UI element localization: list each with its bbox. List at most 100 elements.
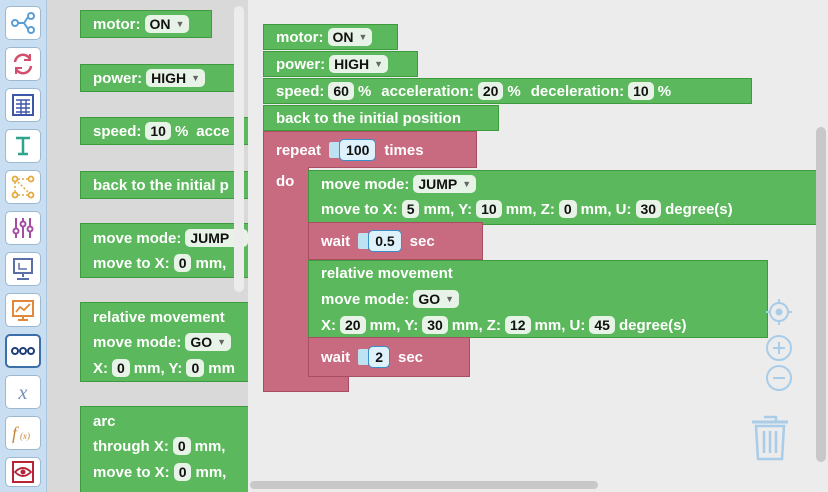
y-input[interactable]: 30 <box>422 316 448 334</box>
monitor-icon[interactable] <box>5 252 41 286</box>
motor-block[interactable]: motor: ON▼ <box>263 24 398 50</box>
x-input[interactable]: 0 <box>173 254 192 272</box>
acceleration-input[interactable]: 20 <box>477 82 504 100</box>
workspace-horizontal-scrollbar[interactable] <box>250 481 598 489</box>
wait-label: wait <box>321 348 351 366</box>
acceleration-unit: % <box>507 82 521 100</box>
wait-block-2[interactable]: wait 2 sec <box>308 337 470 377</box>
block-flyout: motor: ON▼ power: HIGH▼ speed: 10 % acce… <box>47 0 248 492</box>
text-icon[interactable] <box>5 129 41 163</box>
motor-dropdown[interactable]: ON▼ <box>327 28 373 46</box>
y-input[interactable]: 0 <box>186 359 205 377</box>
back-label: back to the initial p <box>93 176 229 194</box>
repeat-count-slot[interactable]: 100 <box>329 139 377 161</box>
motor-label: motor: <box>276 28 324 46</box>
x-input[interactable]: 0 <box>112 359 130 377</box>
flyout-move-block[interactable]: move mode: JUMP▼ move to X: 0 mm, <box>80 223 248 278</box>
relative-mode-dropdown[interactable]: GO▼ <box>185 333 232 351</box>
move-to-label: move to X: <box>321 200 398 218</box>
x-label: X: <box>93 359 108 377</box>
to-x-input[interactable]: 0 <box>173 463 192 481</box>
refresh-icon[interactable] <box>5 47 41 81</box>
flyout-back-block[interactable]: back to the initial p <box>80 171 248 199</box>
deceleration-input[interactable]: 10 <box>628 82 654 100</box>
u-input[interactable]: 30 <box>635 200 662 218</box>
relative-movement-block[interactable]: relative movement move mode: GO▼ X: 20 m… <box>308 260 768 338</box>
x-input[interactable]: 5 <box>401 200 420 218</box>
arc-to-label: move to X: <box>93 463 170 481</box>
svg-text:(x): (x) <box>20 431 30 441</box>
power-label: power: <box>93 69 143 87</box>
u-input[interactable]: 45 <box>589 316 615 334</box>
deceleration-label: deceleration: <box>530 82 625 100</box>
y-label: mm, Y: <box>133 359 183 377</box>
wait-unit: sec <box>409 232 435 250</box>
workspace-vertical-scrollbar[interactable] <box>816 127 826 462</box>
speed-input[interactable]: 10 <box>145 122 171 140</box>
flyout-arc-block[interactable]: arc through X: 0 mm, move to X: 0 mm, <box>80 406 248 492</box>
move-mode-dropdown[interactable]: JUMP▼ <box>185 229 248 247</box>
u-label: mm, U: <box>534 316 586 334</box>
wait-input[interactable]: 0.5 <box>368 230 402 252</box>
svg-text:f: f <box>12 423 20 443</box>
motor-label: motor: <box>93 15 141 33</box>
wait-input[interactable]: 2 <box>368 346 390 368</box>
power-block[interactable]: power: HIGH▼ <box>263 51 418 77</box>
wait-block-1[interactable]: wait 0.5 sec <box>308 222 483 260</box>
speed-input[interactable]: 60 <box>328 82 354 100</box>
calculator-icon[interactable] <box>5 88 41 122</box>
y-label: mm, Y: <box>423 200 473 218</box>
category-sidebar: x f(x) <box>0 0 47 492</box>
move-mode-dropdown[interactable]: JUMP▼ <box>413 175 477 193</box>
wait-slot[interactable]: 2 <box>358 346 390 368</box>
through-label: through X: <box>93 437 169 455</box>
arc-title: arc <box>93 412 116 430</box>
repeat-block[interactable]: repeat 100 times <box>263 131 477 168</box>
repeat-label: repeat <box>276 141 322 159</box>
eye-icon[interactable] <box>5 457 41 487</box>
x-label: X: <box>321 316 336 334</box>
u-unit: degree(s) <box>665 200 733 218</box>
x-input[interactable]: 20 <box>340 316 366 334</box>
power-dropdown[interactable]: HIGH▼ <box>329 55 389 73</box>
relative-mode-label: move mode: <box>93 333 182 351</box>
relative-mode-dropdown[interactable]: GO▼ <box>413 290 460 308</box>
center-icon[interactable] <box>766 299 792 325</box>
variable-icon[interactable]: x <box>5 375 41 409</box>
speed-block[interactable]: speed: 60 % acceleration: 20 % decelerat… <box>263 78 752 104</box>
times-label: times <box>384 141 424 159</box>
z-input[interactable]: 0 <box>558 200 577 218</box>
z-label: mm, Z: <box>505 200 555 218</box>
y-input[interactable]: 10 <box>476 200 502 218</box>
z-input[interactable]: 12 <box>504 316 531 334</box>
workspace[interactable]: motor: ON▼ power: HIGH▼ speed: 60 % acce… <box>248 0 828 492</box>
function-icon[interactable]: f(x) <box>5 416 41 450</box>
sliders-icon[interactable] <box>5 211 41 245</box>
nodes-icon[interactable] <box>5 170 41 204</box>
z-label: mm, Z: <box>451 316 501 334</box>
zoom-in-icon[interactable] <box>766 335 792 361</box>
back-block[interactable]: back to the initial position <box>263 105 499 131</box>
to-unit: mm, <box>195 463 227 481</box>
through-unit: mm, <box>194 437 226 455</box>
share-icon[interactable] <box>5 6 41 40</box>
repeat-body: do <box>263 167 309 392</box>
flyout-relative-block[interactable]: relative movement move mode: GO▼ X: 0 mm… <box>80 302 248 382</box>
zoom-out-icon[interactable] <box>766 365 792 391</box>
move-block[interactable]: move mode: JUMP▼ move to X: 5 mm, Y: 10 … <box>308 170 818 225</box>
x-unit: mm, <box>195 254 227 272</box>
chart-icon[interactable] <box>5 293 41 327</box>
through-x-input[interactable]: 0 <box>172 437 191 455</box>
do-label: do <box>276 172 295 190</box>
motor-dropdown[interactable]: ON▼ <box>144 15 190 33</box>
trash-icon[interactable] <box>750 413 790 461</box>
flyout-power-block[interactable]: power: HIGH▼ <box>80 64 235 92</box>
flyout-motor-block[interactable]: motor: ON▼ <box>80 10 212 38</box>
more-icon[interactable] <box>5 334 41 368</box>
wait-slot[interactable]: 0.5 <box>358 230 402 252</box>
flyout-scrollbar[interactable] <box>234 6 244 292</box>
u-unit: degree(s) <box>618 316 687 334</box>
flyout-speed-block[interactable]: speed: 10 % acce <box>80 117 248 145</box>
power-dropdown[interactable]: HIGH▼ <box>146 69 206 87</box>
repeat-count-input[interactable]: 100 <box>339 139 377 161</box>
